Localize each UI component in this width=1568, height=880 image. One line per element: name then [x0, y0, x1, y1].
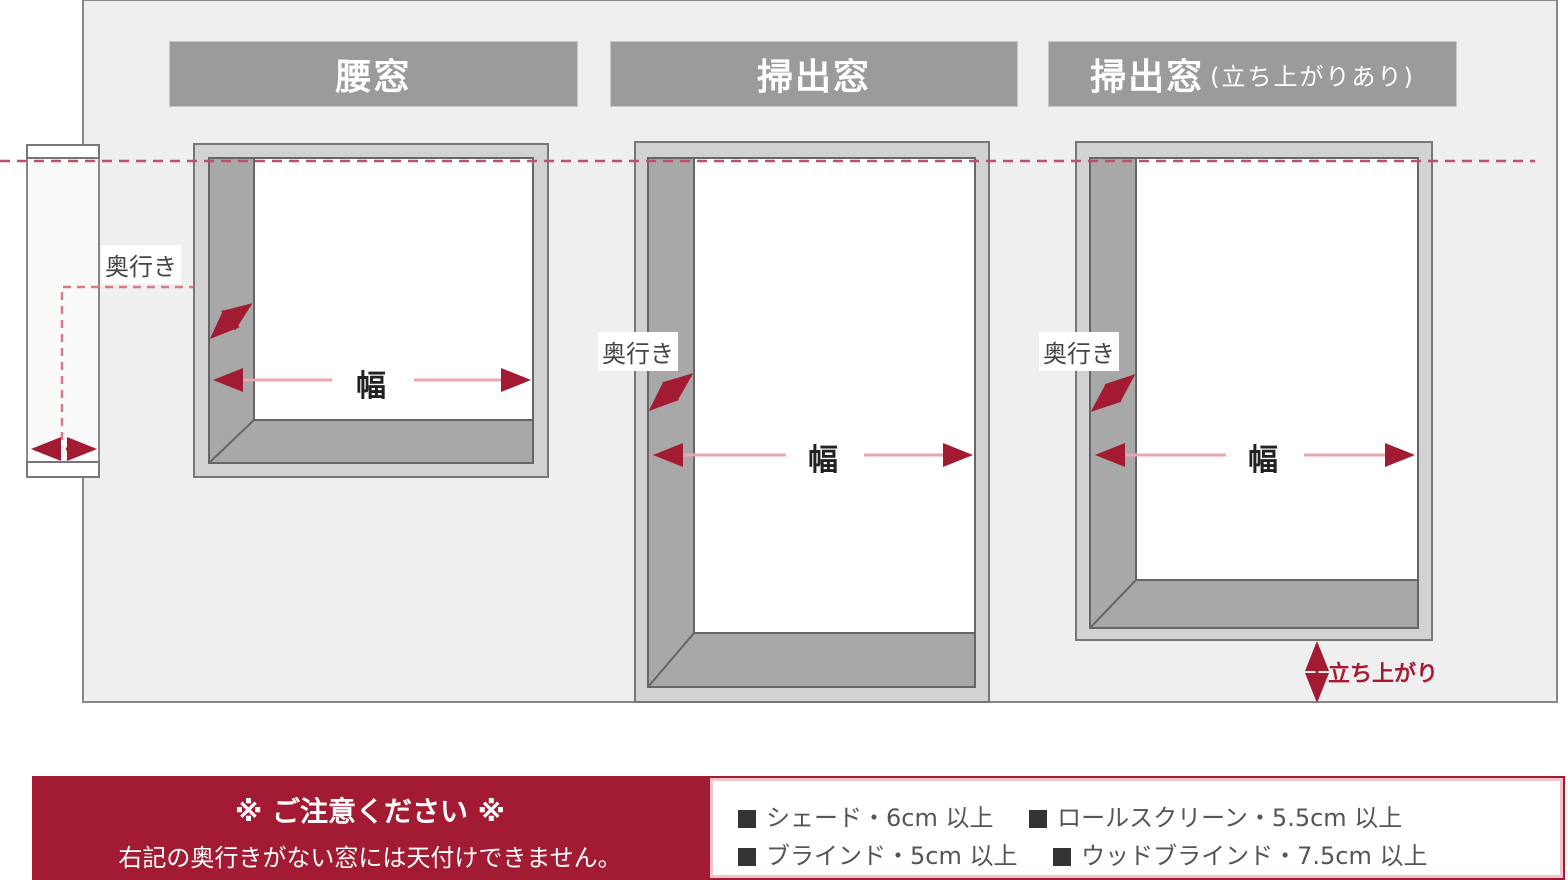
spec-text: ウッドブラインド・7.5cm 以上 [1081, 842, 1428, 870]
window-hakidashi-rise [1075, 141, 1433, 703]
wall-section [26, 144, 230, 478]
header-hakidashi-rise: 掃出窓(立ち上がりあり) [1049, 42, 1456, 106]
notice-box: ※ ご注意ください ※ 右記の奥行きがない窓には天付けできません。 [32, 776, 708, 880]
spec-item: ロールスクリーン・5.5cm 以上 [1029, 798, 1402, 833]
width-label: 幅 [356, 369, 386, 404]
depth-label: 奥行き [1039, 332, 1119, 371]
window-koshi [193, 143, 549, 478]
spec-text: ブラインド・5cm 以上 [766, 842, 1018, 870]
square-bullet-icon [1029, 810, 1048, 828]
square-bullet-icon [738, 810, 756, 828]
spec-box: シェード・6cm 以上 ロールスクリーン・5.5cm 以上 ブラインド・5cm … [708, 776, 1565, 880]
spec-item: ウッドブラインド・7.5cm 以上 [1053, 836, 1428, 871]
square-bullet-icon [738, 848, 756, 866]
spec-item: ブラインド・5cm 以上 [738, 836, 1017, 871]
width-label: 幅 [1248, 443, 1278, 478]
spec-text: シェード・6cm 以上 [766, 804, 994, 832]
depth-label: 奥行き [101, 245, 181, 284]
header-koshi: 腰窓 [170, 42, 577, 106]
width-label: 幅 [808, 443, 838, 478]
window-hakidashi [634, 141, 990, 703]
header-hakidashi-text: 掃出窓 [756, 57, 871, 98]
spec-text: ロールスクリーン・5.5cm 以上 [1057, 804, 1403, 832]
header-hakidashi-rise-text: 掃出窓 [1090, 57, 1205, 98]
depth-label: 奥行き [598, 332, 678, 371]
header-koshi-text: 腰窓 [335, 57, 412, 98]
spec-item: シェード・6cm 以上 [738, 798, 993, 833]
square-bullet-icon [1053, 848, 1072, 866]
header-hakidashi: 掃出窓 [611, 42, 1017, 106]
notice-body: 右記の奥行きがない窓には天付けできません。 [118, 844, 622, 872]
header-rise-note: (立ち上がりあり) [1210, 62, 1415, 91]
rise-label: 立ち上がり [1328, 662, 1439, 687]
notice-title: ※ ご注意ください ※ [235, 795, 505, 828]
